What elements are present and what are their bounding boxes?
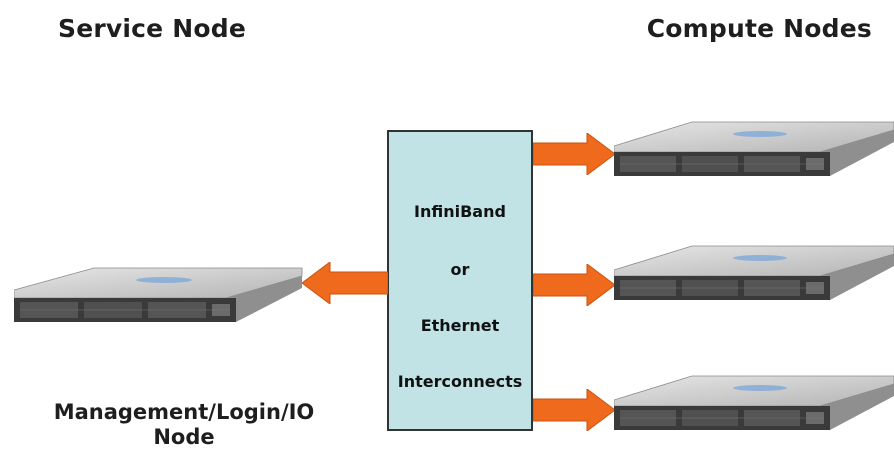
management-node-caption: Management/Login/IO Node <box>28 400 340 450</box>
arrow-to-management-node <box>302 262 388 304</box>
interconnect-label-infiniband: InfiniBand <box>414 202 506 221</box>
compute-server-image-2 <box>614 245 894 300</box>
arrow-to-compute-node-1 <box>533 133 615 175</box>
compute-server-image-1 <box>614 121 894 176</box>
interconnect-switch-box: InfiniBand or Ethernet Interconnects <box>387 130 533 431</box>
management-server-image <box>14 267 303 322</box>
management-node-caption-line2: Node <box>153 425 215 449</box>
compute-nodes-heading: Compute Nodes <box>646 14 872 43</box>
management-node-caption-line1: Management/Login/IO <box>53 400 315 424</box>
interconnect-label-interconnects: Interconnects <box>397 372 523 391</box>
interconnect-label-or: or <box>450 260 470 279</box>
interconnect-label-ethernet: Ethernet <box>420 316 500 335</box>
compute-server-image-3 <box>614 375 894 430</box>
arrow-to-compute-node-2 <box>533 264 615 306</box>
arrow-to-compute-node-3 <box>533 389 615 431</box>
service-node-heading: Service Node <box>58 14 246 43</box>
